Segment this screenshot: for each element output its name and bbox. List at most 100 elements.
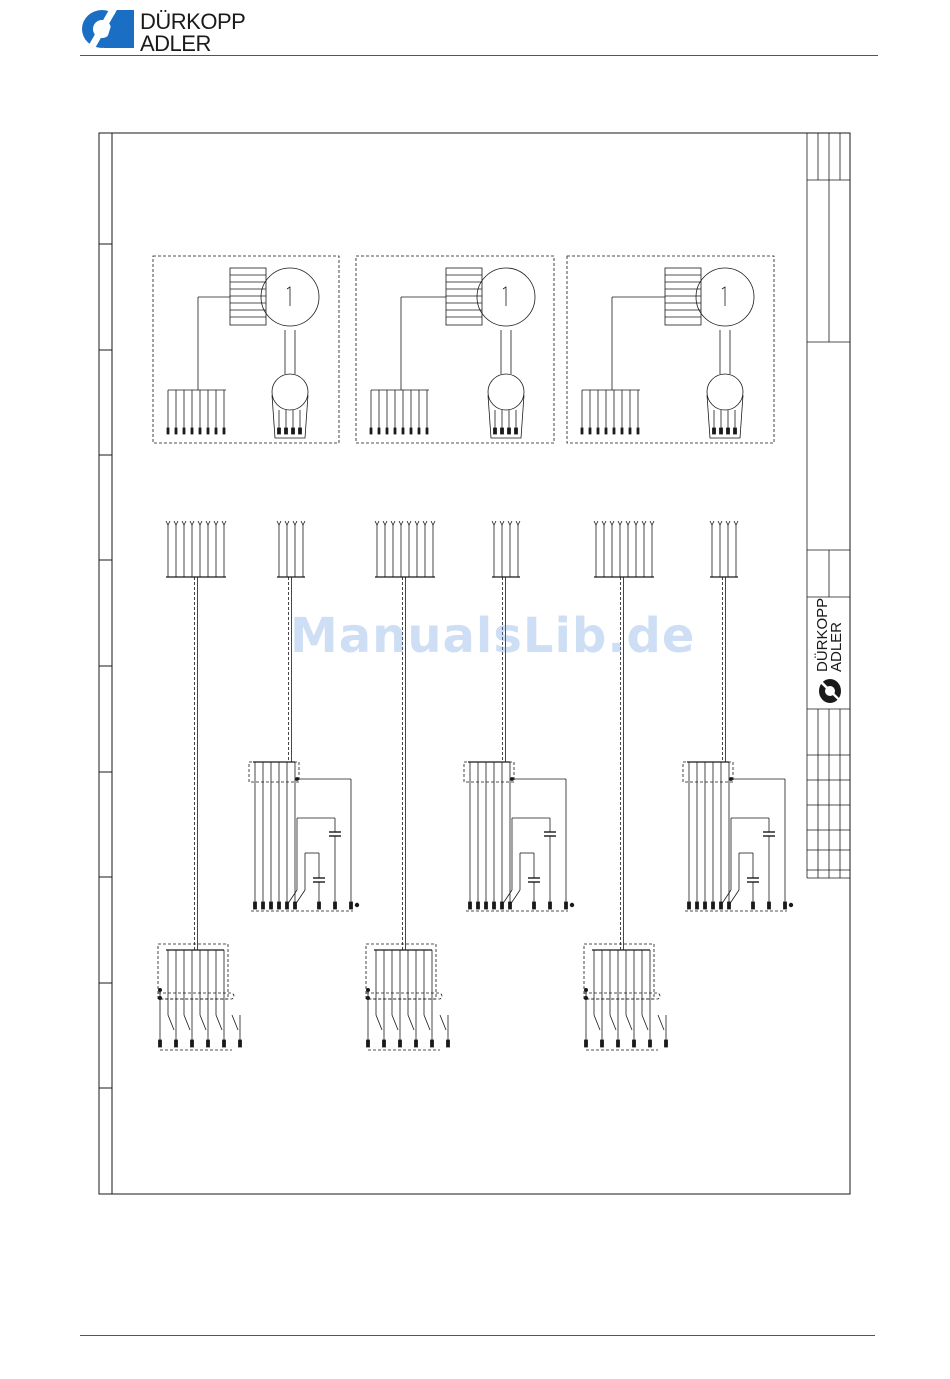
ground-dot	[355, 903, 359, 907]
title-block-brand-line2: ADLER	[829, 622, 844, 672]
connector-arrow	[166, 521, 170, 525]
terminal-pin	[415, 1040, 418, 1047]
connector-arrow	[206, 521, 210, 525]
terminal-pin	[159, 1040, 162, 1047]
switch-contact	[594, 1015, 600, 1030]
connector-arrow	[642, 521, 646, 525]
terminal-pin	[712, 902, 715, 909]
footer-rule	[80, 1335, 875, 1336]
terminal-pin	[278, 902, 281, 909]
connector-arrow	[492, 521, 496, 525]
terminal-pin	[601, 1040, 604, 1047]
terminal-pin	[469, 902, 472, 909]
pin	[378, 428, 380, 434]
terminal-pin	[485, 902, 488, 909]
shield-loop	[584, 993, 660, 999]
connector-arrow	[626, 521, 630, 525]
terminal-pin	[768, 902, 771, 909]
terminal-pin	[696, 902, 699, 909]
pin	[183, 428, 185, 434]
switch-contact	[424, 1015, 430, 1030]
terminal-pin	[350, 902, 353, 909]
connector-arrow	[198, 521, 202, 525]
junction-dot	[511, 778, 514, 781]
lower-terminal-blocks	[158, 762, 793, 1050]
shield-box	[158, 944, 228, 999]
pin	[394, 428, 396, 434]
sensor-pin	[494, 428, 497, 434]
connector-arrow	[415, 521, 419, 525]
sensor-pin	[501, 428, 504, 434]
connector-arrow	[423, 521, 427, 525]
shield-box	[464, 762, 514, 782]
shield-box	[683, 762, 733, 782]
connector-arrow	[516, 521, 520, 525]
encoder-block	[230, 268, 266, 325]
terminal-pin	[270, 902, 273, 909]
connector-arrow	[407, 521, 411, 525]
switch-contact	[232, 1015, 238, 1030]
sensor-pin	[720, 428, 723, 434]
terminal-pin	[493, 902, 496, 909]
pin	[207, 428, 209, 434]
sensor-pin	[292, 428, 295, 434]
connector-arrow	[594, 521, 598, 525]
terminal-pin	[585, 1040, 588, 1047]
connector-arrow	[375, 521, 379, 525]
terminal-pin	[665, 1040, 668, 1047]
terminal-pin	[399, 1040, 402, 1047]
terminal-pin	[431, 1040, 434, 1047]
motor-symbol	[287, 287, 290, 306]
title-block	[807, 133, 850, 878]
sensor-pin	[727, 428, 730, 434]
sensor-pin	[299, 428, 302, 434]
sensor-pin	[278, 428, 281, 434]
connector-arrow	[610, 521, 614, 525]
shield-box	[584, 944, 654, 999]
switch-contact	[376, 1015, 382, 1030]
terminal-pin	[191, 1040, 194, 1047]
pin	[605, 428, 607, 434]
switch-contact	[392, 1015, 398, 1030]
connector-arrow	[174, 521, 178, 525]
ground-dot	[789, 903, 793, 907]
switch-contact	[216, 1015, 222, 1030]
motor-unit-border	[153, 256, 339, 443]
pin	[597, 428, 599, 434]
switch-contact	[642, 1015, 648, 1030]
connector-arrow	[650, 521, 654, 525]
shield-box	[366, 944, 436, 999]
connector-arrow	[399, 521, 403, 525]
pin	[410, 428, 412, 434]
connector-arrow	[277, 521, 281, 525]
sensor-pin	[508, 428, 511, 434]
motor-units	[153, 256, 774, 443]
connector-arrow	[718, 521, 722, 525]
junction-dot	[296, 778, 299, 781]
sensor-pin	[515, 428, 518, 434]
terminal-pin	[334, 902, 337, 909]
pin	[621, 428, 623, 434]
switch-contact	[184, 1015, 190, 1030]
junction-dot	[730, 778, 733, 781]
pin	[418, 428, 420, 434]
terminal-pin	[704, 902, 707, 909]
pin	[370, 428, 372, 434]
pin	[386, 428, 388, 434]
connector-groups	[166, 521, 738, 950]
connector-arrow	[285, 521, 289, 525]
switch-contact	[200, 1015, 206, 1030]
watermark: ManualsLib.de	[290, 608, 695, 664]
pin	[426, 428, 428, 434]
pin	[167, 428, 169, 434]
connector-arrow	[301, 521, 305, 525]
sensor-pin	[285, 428, 288, 434]
terminal-pin	[254, 902, 257, 909]
ground-dot	[570, 903, 574, 907]
title-block-logo-icon	[817, 676, 845, 706]
terminal-pin	[688, 902, 691, 909]
sensor-circle	[707, 374, 743, 410]
pin	[589, 428, 591, 434]
encoder-block	[665, 268, 701, 325]
sensor-pin	[734, 428, 737, 434]
